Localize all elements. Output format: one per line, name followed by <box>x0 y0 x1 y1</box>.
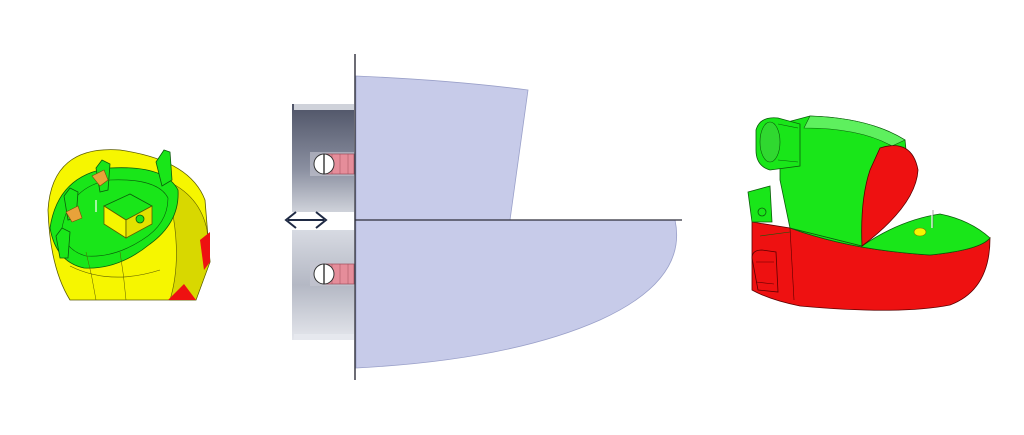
lower-hull-shell <box>355 219 678 369</box>
double-arrow-icon <box>284 211 328 229</box>
left-part-icon <box>47 149 211 301</box>
upper-bearing-housing <box>292 104 355 212</box>
center-hull-diagram <box>284 54 682 380</box>
upper-hull-shell <box>355 75 529 221</box>
lower-bearing-housing <box>292 230 355 340</box>
right-part-icon <box>747 115 991 311</box>
